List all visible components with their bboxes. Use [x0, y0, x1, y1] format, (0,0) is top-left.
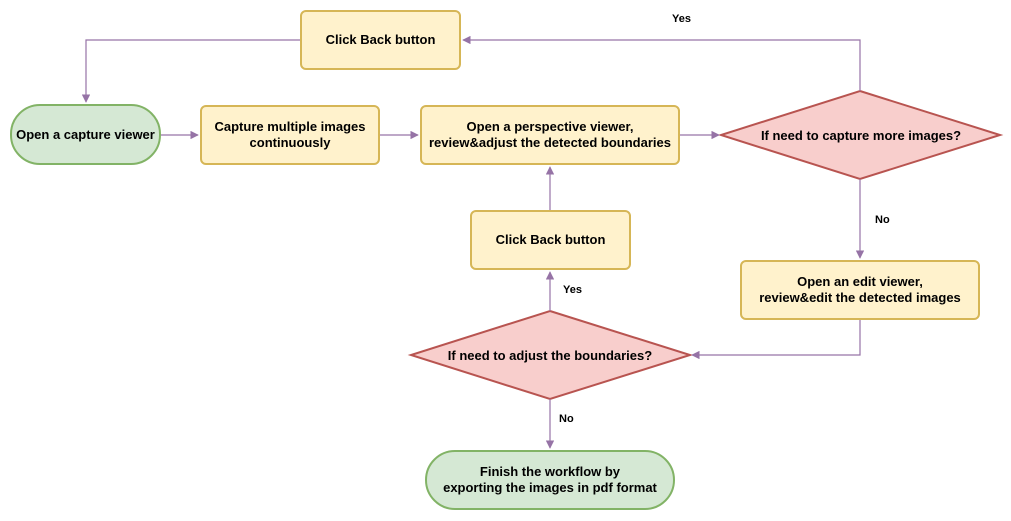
edge-click-back-to-capture-viewer — [81, 39, 300, 103]
edge-label-adjust-no: No — [557, 413, 576, 425]
edge-label-adjust-yes: Yes — [561, 284, 584, 296]
open-edit-viewer-node: Open an edit viewer, review&edit the det… — [740, 260, 980, 320]
edge-edit-viewer-to-decision-adjust — [691, 320, 861, 360]
click-back-button-top: Click Back button — [300, 10, 461, 70]
capture-multiple-images-node: Capture multiple images continuously — [200, 105, 380, 165]
decision-more-images-label: If need to capture more images? — [760, 127, 962, 143]
open-perspective-viewer-node: Open a perspective viewer, review&adjust… — [420, 105, 680, 165]
edge-decision-more-yes — [462, 35, 861, 91]
decision-adjust-boundaries-label: If need to adjust the boundaries? — [447, 347, 653, 363]
open-capture-viewer-node: Open a capture viewer — [10, 104, 161, 165]
finish-workflow-node: Finish the workflow by exporting the ima… — [425, 450, 675, 510]
click-back-button-middle: Click Back button — [470, 210, 631, 270]
edge-label-more-yes: Yes — [670, 13, 693, 25]
edge-label-more-no: No — [873, 214, 892, 226]
